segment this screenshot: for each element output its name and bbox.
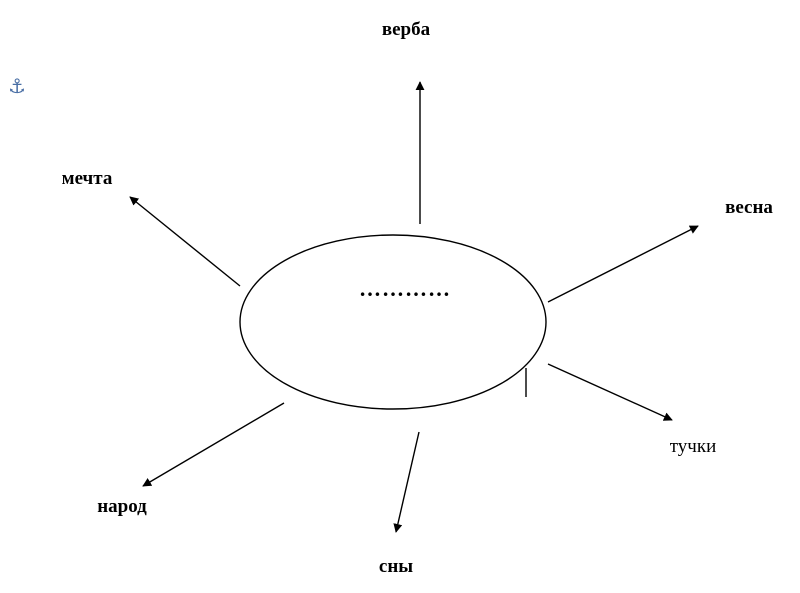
anchor-icon: ⚓ (8, 74, 26, 98)
label-narod: народ (97, 496, 147, 517)
arrow-tuchki (547, 363, 673, 421)
label-verba: верба (382, 19, 431, 40)
label-mechta: мечта (62, 168, 113, 189)
label-tuchki: тучки (670, 436, 717, 457)
center-placeholder: ………… (359, 276, 451, 301)
arrow-narod (142, 402, 285, 487)
arrow-sny (393, 431, 420, 533)
label-sny: сны (379, 556, 413, 577)
arrow-vesna (547, 225, 699, 303)
center-ellipse (239, 234, 547, 410)
label-vesna: весна (725, 197, 773, 218)
arrow-mechta (129, 196, 241, 287)
